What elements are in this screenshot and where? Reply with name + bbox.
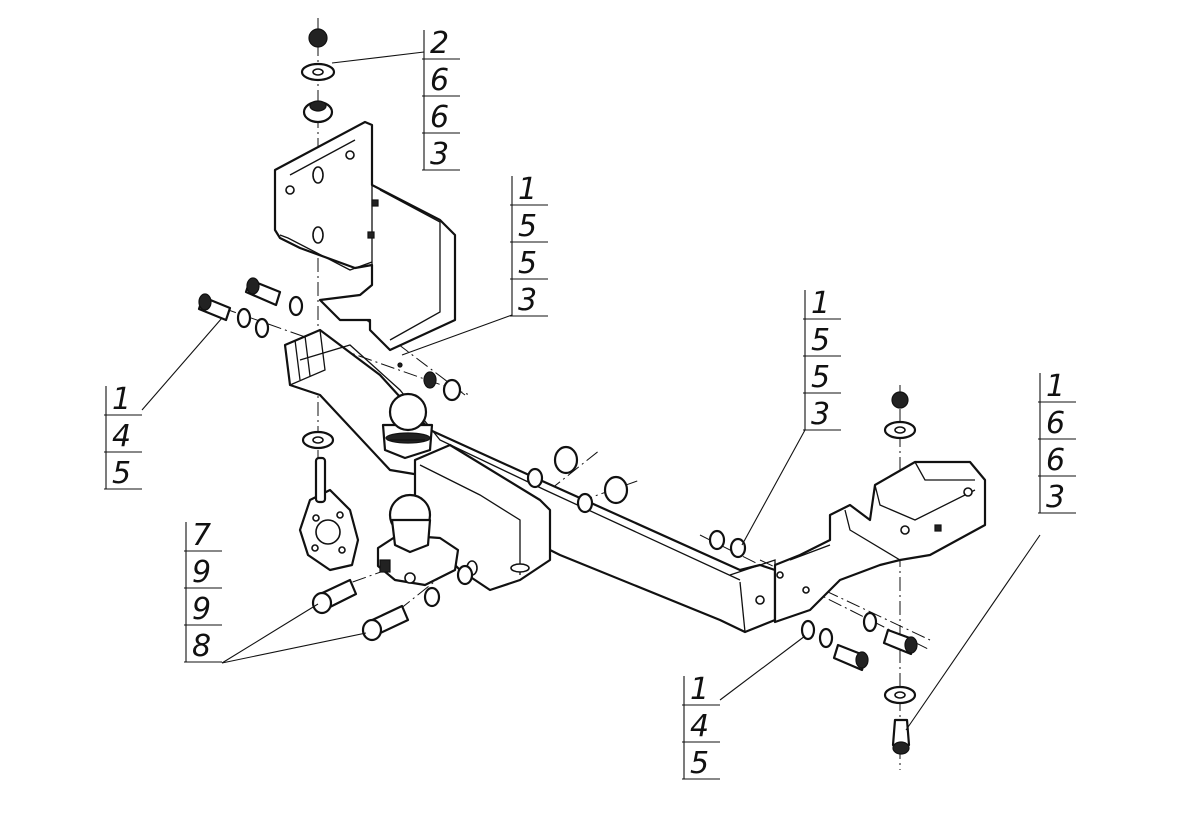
callout-number: 5 — [112, 456, 131, 491]
right-fasteners — [708, 391, 918, 755]
callout-number: 6 — [430, 63, 449, 98]
slot-hole — [510, 563, 530, 573]
callout-number: 6 — [1046, 406, 1065, 441]
callout-number: 6 — [1046, 443, 1065, 478]
callout-number: 1 — [811, 286, 830, 321]
callout-number: 3 — [811, 397, 830, 432]
callout-number: 4 — [112, 419, 131, 454]
callout-number: 9 — [192, 592, 211, 627]
callout-number: 3 — [430, 137, 449, 172]
callout-number: 5 — [518, 246, 537, 281]
callout-bottom-right-stack: 145 — [682, 672, 720, 781]
bolt-hole — [285, 185, 295, 195]
callout-number: 8 — [192, 629, 211, 664]
leader-lines — [141, 51, 1041, 731]
square-hole — [367, 231, 375, 239]
right-mounting-bracket — [755, 460, 987, 624]
square-hole — [371, 199, 379, 207]
bolt-hole — [345, 150, 355, 160]
callout-number: 1 — [518, 172, 537, 207]
top-fastener-stack — [300, 28, 336, 450]
callout-number: 5 — [811, 323, 830, 358]
centre-nuts — [423, 445, 629, 608]
slot-hole — [312, 166, 324, 184]
callout-number: 7 — [192, 518, 211, 553]
tow-ball-mounted — [376, 493, 460, 587]
callout-number: 1 — [112, 382, 131, 417]
callout-number: 5 — [518, 209, 537, 244]
callout-number: 2 — [430, 26, 449, 61]
ball-bolts — [311, 578, 410, 642]
callout-number: 5 — [690, 746, 709, 781]
callout-number: 3 — [1046, 480, 1065, 515]
callout-number: 3 — [518, 283, 537, 318]
slot-hole — [312, 226, 324, 244]
socket-bracket — [298, 456, 360, 572]
callout-number: 5 — [811, 360, 830, 395]
callout-number: 1 — [690, 672, 709, 707]
callout-left-bolt-stack: 145 — [104, 382, 142, 491]
left-mounting-bracket — [273, 120, 457, 352]
callout-number: 9 — [192, 555, 211, 590]
tow-ball-upper — [381, 392, 434, 460]
callout-number: 4 — [690, 709, 709, 744]
left-bolts — [197, 277, 462, 402]
callout-number: 1 — [1046, 369, 1065, 404]
callout-number: 6 — [430, 100, 449, 135]
